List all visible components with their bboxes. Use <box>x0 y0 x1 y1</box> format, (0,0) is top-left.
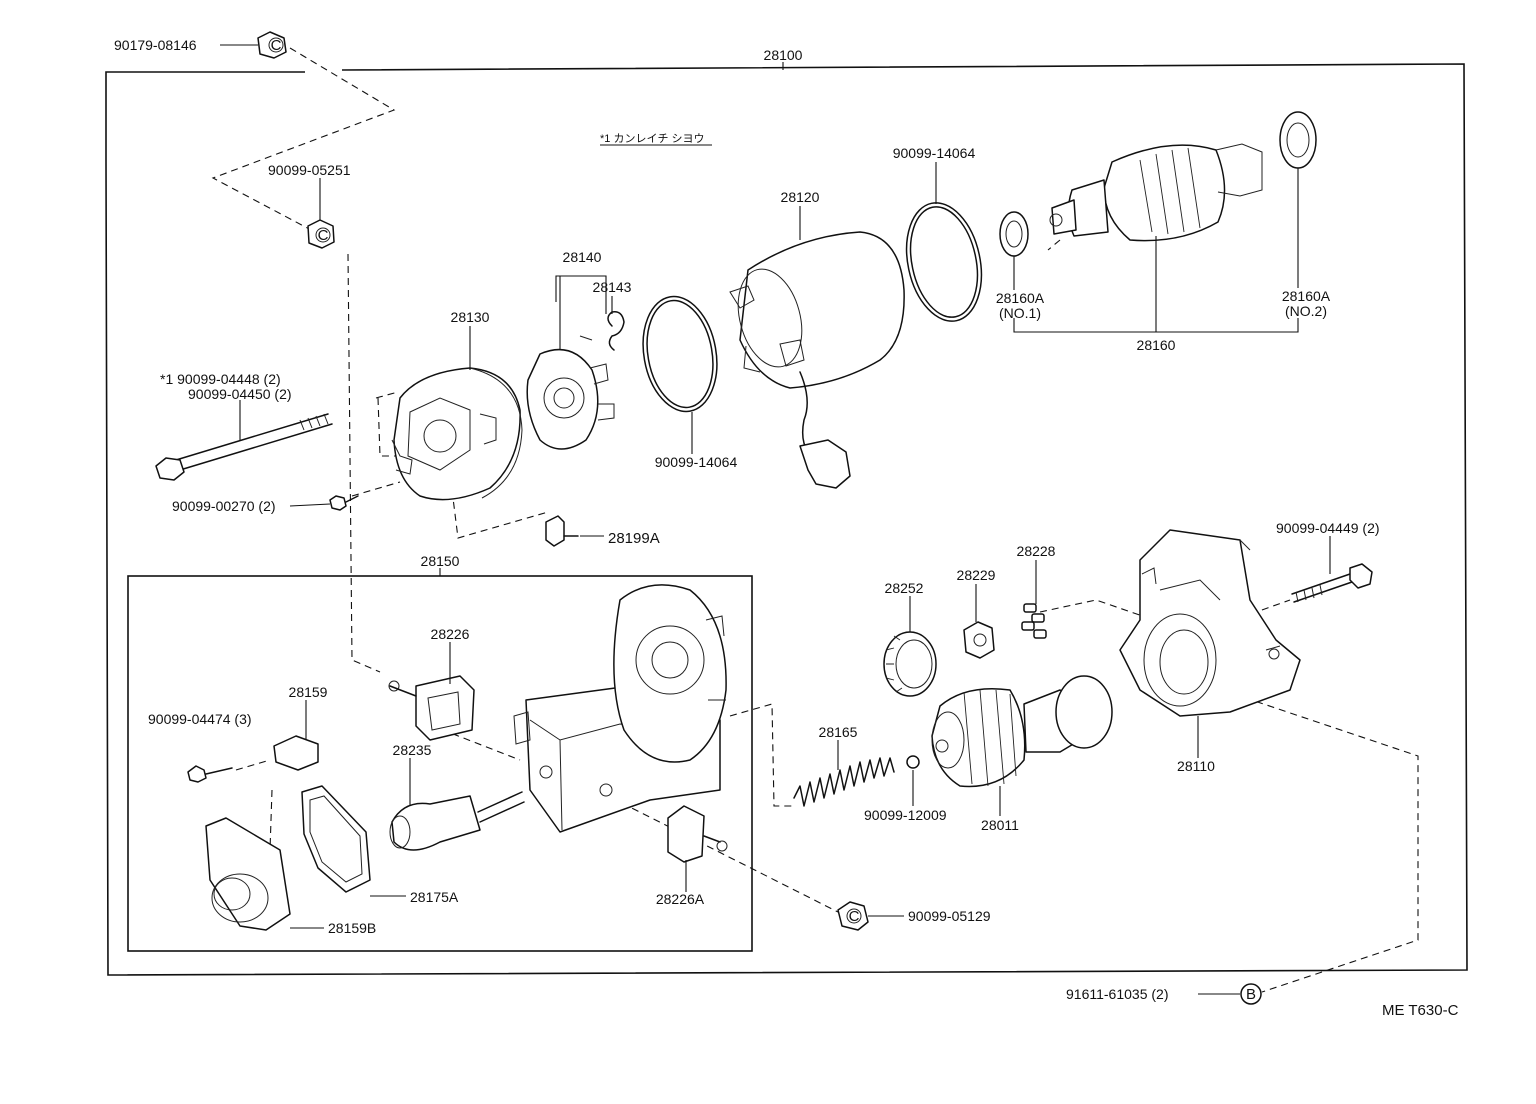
nut-90099-05251 <box>307 219 335 249</box>
callout-28130: 28130 <box>451 309 490 325</box>
retainer-28229 <box>963 621 995 659</box>
screw-90099-00270 <box>329 495 359 511</box>
callout-28160: 28160 <box>1137 337 1176 353</box>
callout-28235: 28235 <box>393 742 432 758</box>
armature-28160 <box>1049 143 1263 242</box>
callout-no1: (NO.1) <box>999 305 1041 321</box>
marker-c-nut-mid: C <box>318 227 329 244</box>
screw-90099-04474 <box>187 765 233 783</box>
contact-28226 <box>388 675 475 741</box>
clutch-28011 <box>931 675 1113 788</box>
callout-28143: 28143 <box>593 279 632 295</box>
end-frame-28130 <box>391 367 523 501</box>
callout-28159B: 28159B <box>328 920 376 936</box>
callout-28120: 28120 <box>781 189 820 205</box>
plunger-28235 <box>389 791 525 851</box>
callout-28226A: 28226A <box>656 891 705 907</box>
callout-90099-05251: 90099-05251 <box>268 162 351 178</box>
callout-28228: 28228 <box>1017 543 1056 559</box>
marker-b: B <box>1240 983 1262 1005</box>
callout-90179-08146: 90179-08146 <box>114 37 197 53</box>
callout-28110: 28110 <box>1177 758 1215 774</box>
contact-28226A <box>667 805 728 863</box>
cover-28159B <box>205 817 291 931</box>
callout-28165: 28165 <box>819 724 858 740</box>
bearing-no2 <box>1279 111 1317 169</box>
marker-c-label: C <box>271 37 282 54</box>
callout-28160A-no1: 28160A <box>996 290 1045 306</box>
yoke-28120 <box>729 231 905 489</box>
callout-28160A-no2: 28160A <box>1282 288 1331 304</box>
callout-28140: 28140 <box>563 249 602 265</box>
assembly-dashed-lines <box>211 47 1419 993</box>
callout-28159: 28159 <box>289 684 328 700</box>
callout-28226: 28226 <box>431 626 470 642</box>
callout-90099-12009: 90099-12009 <box>864 807 947 823</box>
spring-28143 <box>607 310 625 351</box>
drive-housing-28110 <box>1119 529 1301 717</box>
callout-90099-00270: 90099-00270 (2) <box>172 498 276 514</box>
callout-28252: 28252 <box>885 580 924 596</box>
terminal-28199A <box>545 515 579 547</box>
callout-91611-61035: 91611-61035 (2) <box>1066 986 1168 1002</box>
callout-28199A: 28199A <box>608 530 660 547</box>
bearing-no1 <box>999 211 1029 257</box>
brush-holder-28140 <box>526 335 615 450</box>
ball-90099-12009 <box>906 755 920 769</box>
marker-c-label: C <box>318 227 329 244</box>
o-ring-left <box>642 295 718 413</box>
rollers-28228 <box>1021 603 1047 639</box>
callout-labels: 90179-08146 28100 *1 カンレイチ シヨウ 90099-052… <box>114 37 1459 1019</box>
o-ring-right <box>905 202 983 322</box>
marker-b-label: B <box>1246 986 1256 1003</box>
callout-28150: 28150 <box>421 553 460 569</box>
callout-28229: 28229 <box>957 567 996 583</box>
callout-90099-14064-left: 90099-14064 <box>655 454 738 470</box>
spring-28165 <box>793 757 895 807</box>
marker-c-nut-top: C <box>271 37 282 54</box>
assembly-frame-28100 <box>105 62 1468 976</box>
leader-lines <box>220 44 1331 995</box>
callout-no2: (NO.2) <box>1285 303 1327 319</box>
callout-90099-14064-right: 90099-14064 <box>893 145 976 161</box>
callout-90099-04449: 90099-04449 (2) <box>1276 520 1380 536</box>
callout-90099-04450: 90099-04450 (2) <box>188 386 292 402</box>
callout-28011: 28011 <box>981 817 1019 833</box>
solenoid-housing <box>513 584 727 833</box>
idler-gear-28252 <box>883 631 937 697</box>
subassembly-frame-28150 <box>127 568 753 952</box>
through-bolt <box>155 413 333 481</box>
marker-c-nut-bottom: C <box>849 908 860 925</box>
marker-c-label: C <box>849 908 860 925</box>
nut-90179-08146 <box>257 31 287 59</box>
gasket-28175A <box>301 785 371 893</box>
callout-90099-05129: 90099-05129 <box>908 908 991 924</box>
bolt-90099-04449 <box>1291 563 1373 603</box>
nut-90099-05129 <box>837 901 869 931</box>
plate-28159 <box>273 735 319 771</box>
callout-90099-04474: 90099-04474 (3) <box>148 711 252 727</box>
callout-90099-04448: *1 90099-04448 (2) <box>160 371 281 387</box>
callout-28175A: 28175A <box>410 889 459 905</box>
note-text: *1 カンレイチ シヨウ <box>600 132 705 145</box>
callout-28100: 28100 <box>764 47 803 63</box>
reference-code: ME T630-C <box>1382 1002 1459 1019</box>
